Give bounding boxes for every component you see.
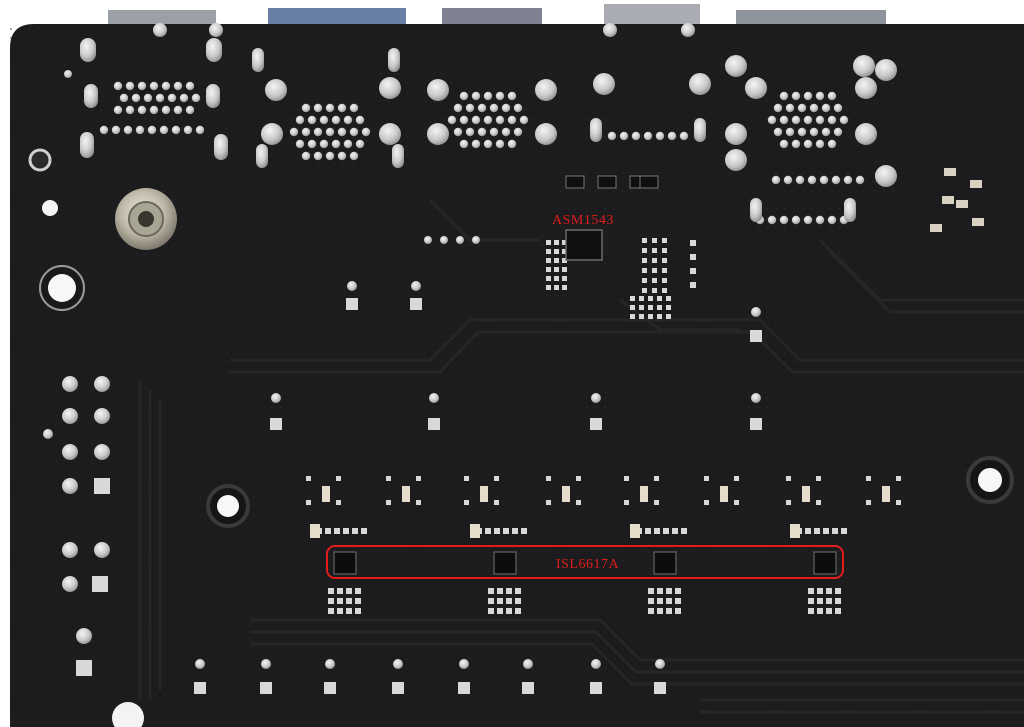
solder-pads	[43, 23, 901, 694]
annotation-asm1543: ASM1543	[552, 213, 614, 228]
mounting-holes	[28, 148, 1014, 727]
asm1543-label: ASM1543	[552, 213, 614, 228]
pcb-traces	[138, 198, 1024, 714]
isl6617a-label: ISL6617A	[556, 557, 620, 572]
annotation-isl6617a: ISL6617A	[326, 545, 844, 579]
asm1543-chip	[565, 229, 603, 261]
smd-components	[310, 168, 984, 538]
isl6617a-chips	[333, 551, 837, 575]
rear-io-connectors	[108, 4, 886, 24]
standoff-screw	[115, 188, 177, 250]
